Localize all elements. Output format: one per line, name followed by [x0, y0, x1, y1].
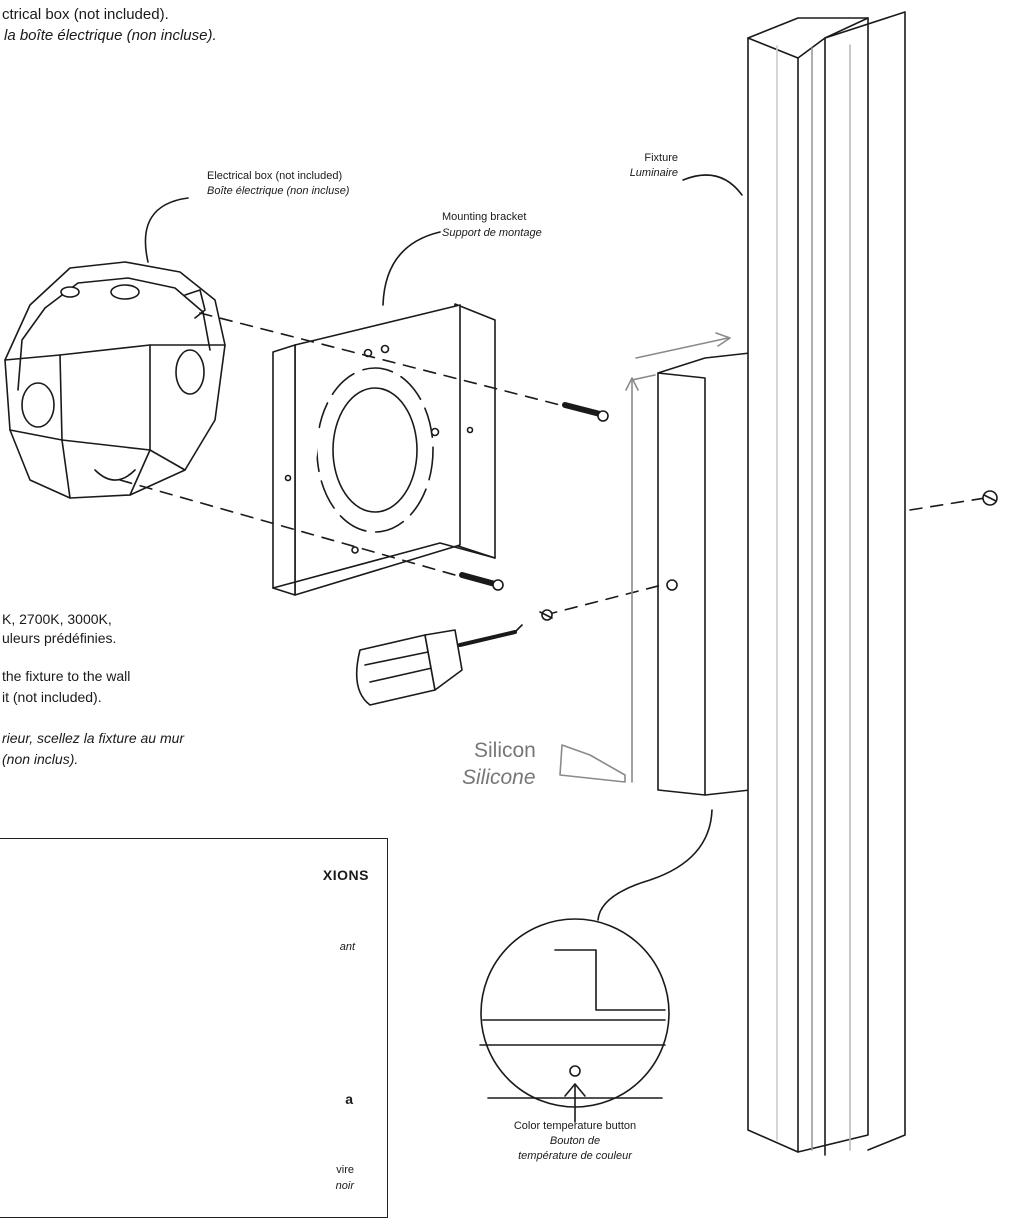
temps-note-2: uleurs prédéfinies. [2, 630, 117, 646]
top-note-en: ctrical box (not included). [2, 6, 169, 23]
connections-fragment-2: a [345, 1091, 353, 1107]
detail-circle-drawing [479, 918, 670, 1123]
connections-fragment-1: ant [339, 941, 355, 953]
connections-box: XIONS ant a vire noir [0, 838, 388, 1218]
connections-fragment-3: vire [336, 1164, 354, 1176]
seal-note-fr-2: (non inclus). [2, 751, 79, 767]
fixture-backplate-drawing [657, 352, 751, 796]
silicon-arrow [625, 332, 731, 783]
side-screw-right [982, 490, 998, 506]
color-button-label: Color temperature button [513, 1120, 637, 1132]
silicon-label: Silicon [474, 739, 536, 762]
electrical-box-label: Electrical box (not included) [207, 170, 343, 182]
temps-note-1: K, 2700K, 3000K, [2, 611, 112, 627]
seal-note-en-1: the fixture to the wall [2, 668, 131, 684]
electrical-box-label-fr: Boîte électrique (non incluse) [207, 185, 350, 197]
callout-leaders [144, 174, 743, 921]
connections-fragment-4: noir [335, 1180, 354, 1192]
silicon-label-fr: Silicone [462, 766, 536, 789]
fixture-drawing [747, 11, 906, 1156]
alignment-lines [119, 312, 986, 616]
mounting-bracket-label-fr: Support de montage [442, 227, 542, 239]
color-button-label-fr-1: Bouton de [549, 1135, 601, 1147]
seal-note-fr-1: rieur, scellez la fixture au mur [2, 730, 185, 746]
electrical-box-drawing [4, 261, 226, 499]
bracket-screw-bottom [459, 572, 504, 591]
screwdriver-drawing [355, 624, 523, 706]
silicon-tube-drawing [559, 744, 626, 783]
seal-note-en-2: it (not included). [2, 689, 102, 705]
bracket-screw-top [562, 402, 609, 422]
color-button-label-fr-2: température de couleur [518, 1150, 632, 1162]
mounting-bracket-label: Mounting bracket [442, 211, 527, 223]
connections-heading: XIONS [322, 867, 369, 883]
mounting-bracket-drawing [272, 303, 496, 596]
side-screw-left [539, 609, 553, 621]
top-note-fr: la boîte électrique (non incluse). [4, 27, 217, 44]
fixture-label-fr: Luminaire [629, 167, 678, 179]
fixture-label: Fixture [644, 152, 678, 164]
